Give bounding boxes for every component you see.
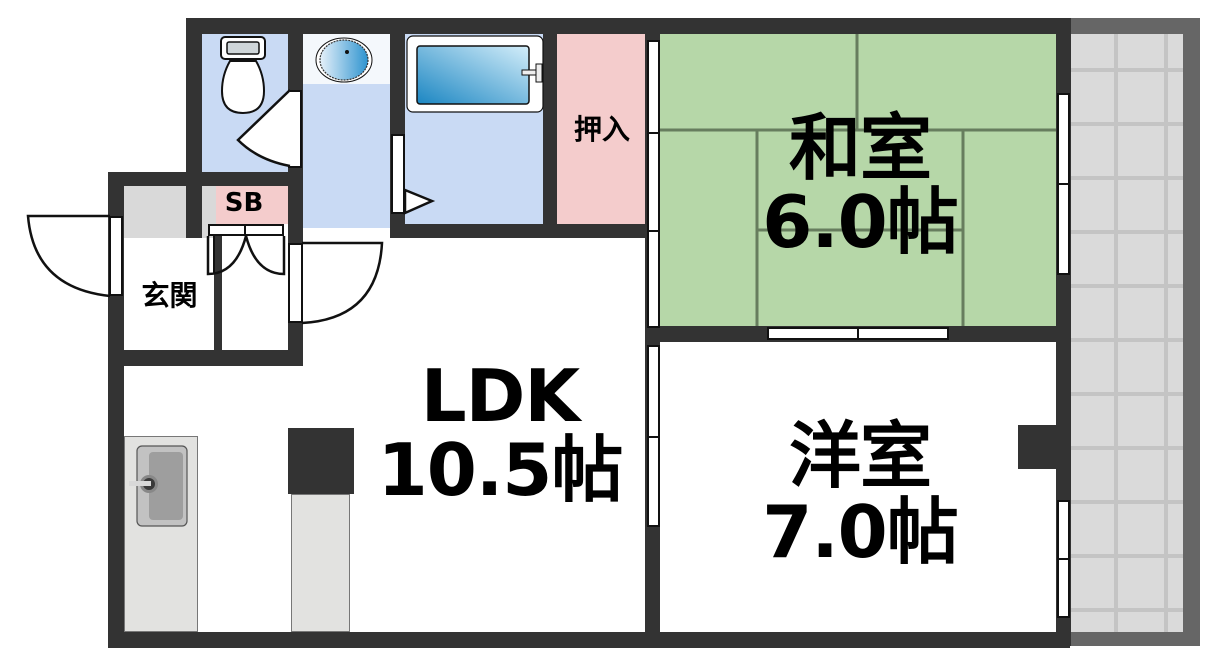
- youshitsu-size: 7.0帖: [762, 490, 959, 574]
- bathtub-icon: [406, 35, 544, 113]
- front-door-swing: [26, 214, 111, 298]
- shoe-box-label: SB: [224, 188, 264, 218]
- shoe-box-door-swing: [206, 235, 286, 276]
- balcony-railing-bottom: [1070, 632, 1200, 646]
- front-door[interactable]: [109, 216, 123, 296]
- shoe-box-door-right[interactable]: [244, 224, 284, 236]
- wall-bath-closet: [543, 18, 557, 238]
- window-youshitsu-divider: [1057, 558, 1070, 560]
- toilet-door-swing: [236, 89, 291, 168]
- wall-bath-bottom: [390, 224, 660, 238]
- balcony-railing-right: [1183, 18, 1200, 646]
- closet-label: 押入: [573, 113, 630, 146]
- youshitsu-name: 洋室: [788, 414, 932, 498]
- ldk-size: 10.5帖: [377, 428, 624, 512]
- sliding-door-closet[interactable]: [647, 40, 660, 328]
- pillar: [1018, 425, 1058, 469]
- sliding-door-closet-divider: [647, 132, 660, 134]
- bath-door[interactable]: [391, 134, 405, 214]
- refrigerator-space-icon: [288, 428, 354, 494]
- youshitsu-room: [660, 340, 1058, 632]
- washitsu-size: 6.0帖: [762, 180, 959, 264]
- ldk-name: LDK: [420, 354, 580, 438]
- wall-toilet-bottom: [108, 172, 303, 186]
- wall-bottom: [108, 632, 1070, 648]
- wall-entrance-bottom: [108, 350, 302, 366]
- ldk-room: [123, 238, 648, 632]
- closet: [557, 32, 647, 224]
- ldk-door[interactable]: [288, 243, 303, 323]
- kitchen-sink-icon: [129, 445, 188, 527]
- toilet-icon: [220, 36, 266, 115]
- entrance-label: 玄関: [141, 279, 198, 312]
- washitsu-name: 和室: [788, 106, 932, 190]
- washbasin-icon: [315, 37, 373, 83]
- bath-door-swing: [403, 188, 436, 215]
- window-washitsu-divider: [1057, 183, 1070, 185]
- ldk-door-swing: [301, 241, 384, 325]
- balcony: [1070, 18, 1200, 646]
- wall-entrance-hall: [214, 236, 222, 352]
- sliding-door-youshitsu-divider: [647, 436, 660, 438]
- sliding-door-washitsu-divider: [857, 327, 859, 340]
- sliding-door-closet-divider2: [647, 230, 660, 232]
- wall-sb-left: [186, 172, 202, 238]
- cabinet: [291, 494, 350, 632]
- balcony-railing-top: [1070, 18, 1200, 34]
- wall-top: [186, 18, 1070, 34]
